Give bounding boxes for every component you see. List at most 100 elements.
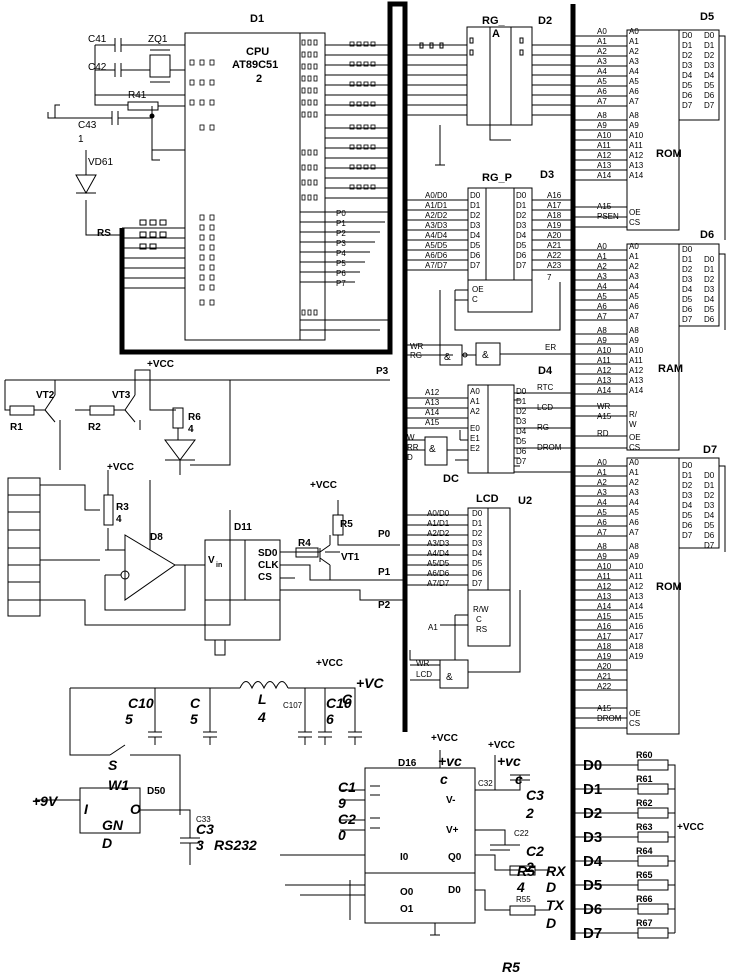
svg-text:A4: A4 [629,498,639,507]
svg-text:A17: A17 [547,201,562,210]
input-transistors [4,369,390,475]
svg-text:D6: D6 [583,901,602,918]
svg-text:D3: D3 [583,829,602,846]
cpu-port-label: P4 [336,249,346,258]
svg-text:D2: D2 [583,805,602,822]
c33-small-label: C33 [196,815,211,824]
and-gate-glyph: & [444,352,451,363]
svg-text:A11: A11 [597,572,611,581]
vt2-label: VT2 [36,390,55,401]
svg-text:D7: D7 [470,261,481,270]
reg-a-sub: A [492,28,500,40]
svg-text:A3/D3: A3/D3 [425,221,448,230]
tx-label: TX [546,897,566,913]
svg-text:DROM: DROM [597,714,622,723]
svg-text:A10: A10 [629,131,644,140]
cpu-ref: D1 [250,13,264,25]
svg-text:D: D [407,453,413,462]
svg-text:A4: A4 [597,67,607,76]
led-resistor-bank [573,759,676,939]
svg-text:D7: D7 [682,101,693,110]
adc-clk: CLK [258,560,279,571]
svg-text:A9: A9 [597,336,607,345]
decoder-labels: A12 A13 A14 A15 A0 A1 A2 E0 E1 E2 D0 D1 … [407,383,562,466]
svg-text:R62: R62 [636,798,653,808]
d50-label: I [84,801,89,817]
svg-text:A8: A8 [629,326,639,335]
svg-text:A4/D4: A4/D4 [425,231,448,240]
svg-text:D3: D3 [472,539,483,548]
c33-num: 3 [196,837,204,853]
svg-text:CS: CS [629,443,640,452]
svg-text:A17: A17 [597,632,612,641]
svg-text:A1: A1 [597,468,607,477]
svg-text:A10: A10 [629,346,644,355]
svg-text:A21: A21 [547,241,562,250]
adc-ref: D11 [234,522,252,533]
svg-text:D5: D5 [682,295,693,304]
svg-text:A14: A14 [597,171,612,180]
svg-text:A6: A6 [629,302,639,311]
svg-text:RR: RR [407,443,419,452]
svg-text:LCD: LCD [537,403,553,412]
svg-text:D6: D6 [682,91,693,100]
svg-text:A7/D7: A7/D7 [427,579,450,588]
svg-text:A11: A11 [629,141,643,150]
vcc-label: +VCC [107,462,134,473]
rom-d7-pins: A0 A1 A2 A3 A4 A5 A6 A7 A8 A9 A10 A11 A1… [597,458,715,728]
rg-logic-gates [405,342,573,366]
svg-text:A7: A7 [597,97,607,106]
svg-text:D1: D1 [583,781,602,798]
c19-num: 9 [338,795,346,811]
rom-d7-name: ROM [656,581,682,593]
c33-label: C3 [196,821,214,837]
svg-text:D6: D6 [704,531,715,540]
svg-text:A2/D2: A2/D2 [425,211,448,220]
svg-text:OE: OE [629,433,641,442]
svg-text:R/: R/ [629,410,638,419]
svg-text:A6: A6 [629,87,639,96]
svg-text:D4: D4 [682,501,693,510]
svg-text:A0: A0 [470,387,480,396]
vc-label: +VC [356,675,385,691]
svg-text:D6: D6 [516,447,527,456]
svg-text:D5: D5 [516,437,527,446]
zq1-label: ZQ1 [148,34,168,45]
svg-text:D5: D5 [470,241,481,250]
svg-text:A16: A16 [547,191,562,200]
svg-text:D2: D2 [682,481,693,490]
reg-a-name: RG_ [482,15,506,27]
nine-v-label: +9V [32,793,59,809]
svg-text:LCD: LCD [416,670,432,679]
svg-text:D2: D2 [704,275,715,284]
svg-text:D0: D0 [516,191,527,200]
svg-text:D5: D5 [516,241,527,250]
svg-text:A13: A13 [425,398,440,407]
svg-text:A2: A2 [470,407,480,416]
svg-text:D1: D1 [682,255,693,264]
svg-text:A13: A13 [629,161,644,170]
svg-text:D0: D0 [682,31,693,40]
c43-label: C43 [78,120,97,131]
svg-text:A2: A2 [597,478,607,487]
vc-c-label: c [515,771,523,787]
svg-text:A18: A18 [547,211,562,220]
svg-text:D0: D0 [704,31,715,40]
svg-text:D2: D2 [516,211,527,220]
adc-sdo: SD0 [258,548,278,559]
c105-label: C10 [128,695,154,711]
svg-text:D4: D4 [516,427,527,436]
cpu-port-label: P3 [336,239,346,248]
svg-text:A1: A1 [470,397,480,406]
cpu-num: 2 [256,73,262,85]
svg-text:A2: A2 [597,47,607,56]
switch-bank [7,477,231,626]
svg-text:A4: A4 [629,282,639,291]
p1-label: P1 [378,567,391,578]
svg-text:C: C [472,295,478,304]
svg-text:D2: D2 [516,407,527,416]
svg-text:D4: D4 [704,71,715,80]
svg-text:A8: A8 [629,542,639,551]
r1-label: R1 [10,422,23,433]
svg-text:D0: D0 [682,245,693,254]
